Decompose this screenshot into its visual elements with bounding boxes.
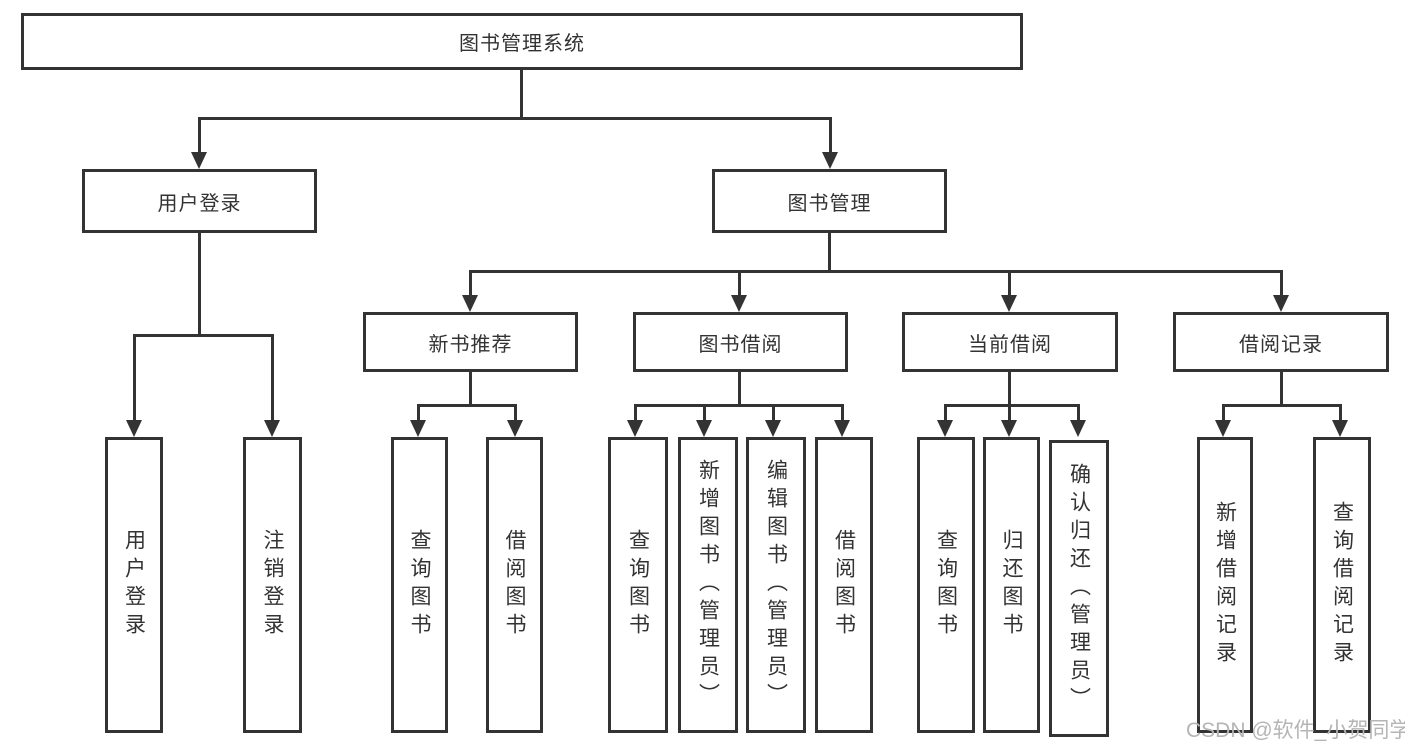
leaf-add-books-admin-label: 新增图书（管理员）: [696, 459, 720, 711]
arrowhead: [937, 420, 953, 437]
arrowhead: [507, 420, 523, 437]
connector-book-borrow-rail: [634, 404, 844, 407]
connector-new-book-stem: [469, 372, 472, 406]
connector-drop: [772, 404, 775, 421]
connector-root-stem: [520, 70, 523, 118]
connector-drop-borrow-record: [1280, 270, 1283, 296]
connector-borrow-records-stem: [1280, 372, 1283, 406]
node-borrow-records-label: 借阅记录: [1239, 333, 1323, 356]
arrowhead: [1001, 295, 1017, 312]
leaf-query-borrow-record: 查询借阅记录: [1313, 437, 1371, 733]
connector-user-login-rail: [133, 334, 274, 337]
connector-drop: [634, 404, 637, 421]
arrowhead: [627, 420, 643, 437]
connector-book-management-stem: [828, 233, 831, 272]
arrowhead: [822, 152, 838, 169]
arrowhead: [731, 295, 747, 312]
leaf-query-books-recommend-label: 查询图书: [408, 529, 431, 641]
leaf-add-books-admin: 新增图书（管理员）: [678, 437, 738, 733]
node-new-book-recommend: 新书推荐: [363, 312, 578, 372]
connector-book-borrow-stem: [738, 372, 741, 406]
leaf-confirm-return-admin-label: 确认归还（管理员）: [1067, 462, 1091, 715]
leaf-logout-label: 注销登录: [261, 529, 284, 641]
leaf-query-books-borrow-label: 查询图书: [626, 529, 650, 641]
leaf-logout: 注销登录: [243, 437, 302, 733]
connector-user-login-stem: [198, 233, 201, 336]
connector-drop: [1222, 404, 1225, 421]
node-current-borrow-label: 当前借阅: [968, 333, 1052, 356]
leaf-borrow-books-recommend: 借阅图书: [486, 437, 543, 733]
arrowhead: [462, 295, 478, 312]
arrowhead: [126, 420, 142, 437]
connector-current-borrow-stem: [1008, 372, 1011, 406]
connector-drop-book-management: [829, 117, 832, 153]
leaf-edit-books-admin: 编辑图书（管理员）: [746, 437, 806, 733]
arrowhead: [1001, 420, 1017, 437]
leaf-query-books-current: 查询图书: [917, 437, 975, 733]
connector-drop-user-login: [198, 117, 201, 153]
leaf-confirm-return-admin: 确认归还（管理员）: [1049, 440, 1109, 737]
node-root: 图书管理系统: [21, 13, 1023, 70]
leaf-user-login-label: 用户登录: [122, 529, 146, 641]
leaf-borrow-books-label: 借阅图书: [832, 529, 856, 641]
node-book-borrow: 图书借阅: [633, 312, 848, 372]
node-book-management-label: 图书管理: [787, 192, 872, 215]
connector-drop: [1077, 404, 1080, 421]
leaf-query-books-current-label: 查询图书: [934, 529, 958, 641]
node-user-login-label: 用户登录: [157, 192, 242, 215]
csdn-watermark: CSDN @软件_小贺同学: [1186, 719, 1405, 742]
connector-drop: [703, 404, 706, 421]
connector-drop: [1008, 404, 1011, 421]
arrowhead: [834, 420, 850, 437]
connector-new-book-rail: [417, 404, 517, 407]
node-root-label: 图书管理系统: [459, 33, 585, 55]
leaf-borrow-books: 借阅图书: [815, 437, 873, 733]
leaf-user-login: 用户登录: [105, 437, 163, 733]
leaf-borrow-books-recommend-label: 借阅图书: [503, 529, 526, 641]
connector-drop-current-borrow: [1008, 270, 1011, 296]
arrowhead: [264, 420, 280, 437]
connector-drop: [841, 404, 844, 421]
node-current-borrow: 当前借阅: [902, 312, 1118, 372]
arrowhead: [1332, 420, 1348, 437]
arrowhead: [191, 152, 207, 169]
connector-level2-rail: [198, 117, 832, 120]
connector-borrow-records-rail: [1222, 404, 1342, 407]
node-book-management: 图书管理: [712, 169, 947, 233]
arrowhead: [410, 420, 426, 437]
leaf-return-books-label: 归还图书: [1000, 529, 1023, 641]
leaf-edit-books-admin-label: 编辑图书（管理员）: [764, 459, 788, 711]
connector-drop-new-book: [469, 270, 472, 296]
node-book-borrow-label: 图书借阅: [698, 333, 783, 356]
arrowhead: [1215, 420, 1231, 437]
leaf-add-borrow-record: 新增借阅记录: [1197, 437, 1253, 733]
connector-current-borrow-rail: [944, 404, 1080, 407]
leaf-query-books-borrow: 查询图书: [608, 437, 668, 733]
connector-drop-leaf-login: [133, 334, 136, 420]
leaf-return-books: 归还图书: [983, 437, 1040, 733]
connector-drop: [417, 404, 420, 421]
leaf-query-borrow-record-label: 查询借阅记录: [1330, 501, 1354, 669]
node-borrow-records: 借阅记录: [1173, 312, 1389, 372]
leaf-add-borrow-record-label: 新增借阅记录: [1213, 501, 1237, 669]
connector-drop: [1339, 404, 1342, 421]
arrowhead: [765, 420, 781, 437]
leaf-query-books-recommend: 查询图书: [391, 437, 448, 733]
node-user-login: 用户登录: [82, 169, 317, 233]
connector-drop-book-borrow: [738, 270, 741, 296]
connector-drop: [514, 404, 517, 421]
connector-drop: [944, 404, 947, 421]
arrowhead: [1273, 295, 1289, 312]
arrowhead: [696, 420, 712, 437]
arrowhead: [1070, 420, 1086, 437]
connector-level3-rail: [469, 270, 1283, 273]
node-new-book-recommend-label: 新书推荐: [428, 333, 513, 356]
connector-drop-leaf-logout: [271, 334, 274, 420]
